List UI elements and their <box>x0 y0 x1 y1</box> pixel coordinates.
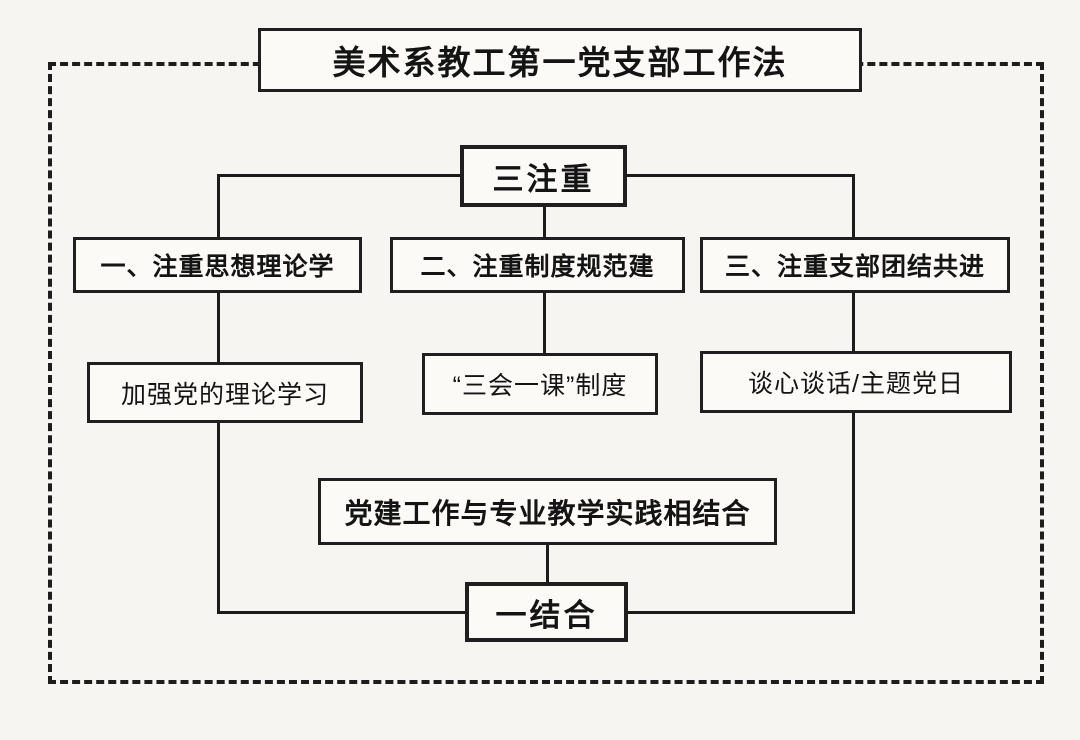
node-branch2-detail: “三会一课”制度 <box>422 353 658 415</box>
node-integration-label: 党建工作与专业教学实践相结合 <box>344 497 751 529</box>
connector-branch3-vertical <box>852 293 855 351</box>
connector-root-right-horizontal <box>625 174 855 177</box>
node-branch3-heading: 三、注重支部团结共进 <box>700 237 1010 293</box>
node-branch2-heading-label: 二、注重制度规范建 <box>420 253 655 281</box>
connector-root-right-vertical <box>852 174 855 237</box>
node-three-focuses: 三注重 <box>460 145 627 207</box>
connector-root-left-vertical <box>217 174 220 237</box>
connector-right-bottom-horizontal <box>626 611 855 614</box>
node-three-focuses-label: 三注重 <box>492 161 595 197</box>
node-branch1-heading-label: 一、注重思想理论学 <box>100 253 335 281</box>
node-branch3-heading-label: 三、注重支部团结共进 <box>724 253 985 281</box>
connector-root-left-horizontal <box>217 174 462 177</box>
diagram-title-box: 美术系教工第一党支部工作法 <box>258 28 862 92</box>
node-branch3-detail: 谈心谈话/主题党日 <box>700 351 1012 413</box>
node-one-combination: 一结合 <box>465 582 628 642</box>
node-branch1-detail-label: 加强党的理论学习 <box>120 380 329 409</box>
connector-left-bottom-horizontal <box>217 611 467 614</box>
node-branch3-detail-label: 谈心谈话/主题党日 <box>748 370 964 398</box>
connector-root-middle-vertical <box>543 205 546 237</box>
connector-branch1-vertical <box>217 293 220 362</box>
node-branch2-detail-label: “三会一课”制度 <box>452 372 628 400</box>
node-branch1-heading: 一、注重思想理论学 <box>73 237 362 293</box>
diagram-title: 美术系教工第一党支部工作法 <box>332 44 788 81</box>
node-branch2-heading: 二、注重制度规范建 <box>390 237 685 293</box>
node-one-combination-label: 一结合 <box>495 597 598 633</box>
connector-right-down-vertical <box>852 413 855 614</box>
node-branch1-detail: 加强党的理论学习 <box>87 362 363 423</box>
connector-integration-vertical <box>546 543 549 584</box>
connector-branch2-vertical <box>543 293 546 353</box>
node-integration: 党建工作与专业教学实践相结合 <box>318 478 777 545</box>
connector-left-down-vertical <box>217 423 220 614</box>
